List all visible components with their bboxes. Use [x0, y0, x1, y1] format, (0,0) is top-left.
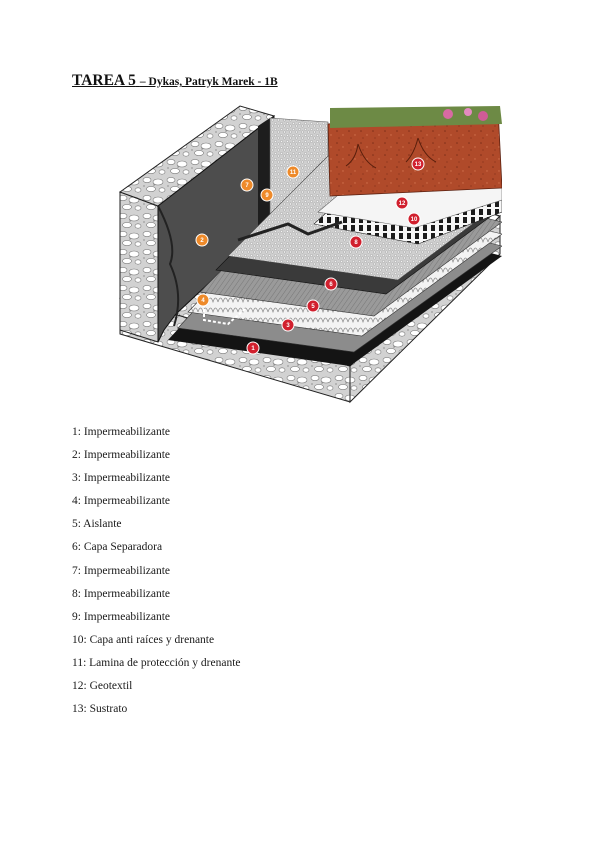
marker-1: 1 [246, 341, 260, 355]
roots [345, 137, 437, 169]
marker-13: 13 [411, 157, 425, 171]
marker-6: 6 [324, 277, 338, 291]
legend-item: 12: Geotextil [72, 680, 133, 693]
marker-10: 10 [407, 212, 421, 226]
marker-11: 11 [286, 165, 300, 179]
legend-item: 11: Lamina de protección y drenante [72, 656, 241, 669]
svg-text:2: 2 [200, 238, 204, 244]
wall-front [119, 191, 159, 343]
marker-4: 4 [196, 293, 210, 307]
legend-item: 13: Sustrato [72, 703, 128, 716]
legend-item: 8: Impermeabilizante [72, 587, 171, 600]
green-roof-section-diagram: 1 2 3 4 5 6 7 8 9 10 11 12 13 [118, 105, 502, 404]
legend-item: 4: Impermeabilizante [72, 495, 171, 508]
marker-12: 12 [395, 196, 409, 210]
legend-item: 6: Capa Separadora [72, 541, 163, 554]
legend-item: 7: Impermeabilizante [72, 564, 171, 577]
marker-8: 8 [349, 235, 363, 249]
svg-text:13: 13 [415, 162, 422, 168]
svg-text:10: 10 [411, 217, 418, 223]
svg-text:11: 11 [290, 170, 297, 176]
svg-text:12: 12 [399, 201, 406, 207]
legend-item: 10: Capa anti raíces y drenante [72, 633, 215, 646]
marker-7: 7 [240, 178, 254, 192]
vegetation [330, 106, 502, 128]
svg-text:6: 6 [329, 282, 333, 288]
flashing-step [237, 220, 343, 242]
svg-text:1: 1 [251, 346, 255, 352]
legend-item: 9: Impermeabilizante [72, 610, 171, 623]
legend-item: 5: Aislante [72, 518, 122, 531]
legend-item: 2: Impermeabilizante [72, 449, 171, 462]
legend-item: 1: Impermeabilizante [72, 426, 171, 438]
layer-legend: 1: Impermeabilizante 2: Impermeabilizant… [72, 423, 241, 723]
marker-5: 5 [306, 299, 320, 313]
wall-drain-sheet [258, 118, 270, 238]
document-title: TAREA 5 – Dykas, Patryk Marek - 1B [72, 72, 278, 90]
marker-3: 3 [281, 318, 295, 332]
svg-text:4: 4 [201, 298, 205, 304]
wall-membrane-edge [157, 205, 180, 327]
legend-item: 3: Impermeabilizante [72, 472, 171, 485]
flower [443, 109, 453, 119]
task-title: TAREA 5 [72, 72, 136, 89]
layer-4-detail [203, 294, 247, 326]
svg-text:9: 9 [265, 193, 269, 199]
svg-text:8: 8 [354, 240, 358, 246]
marker-9: 9 [260, 188, 274, 202]
flower [464, 108, 472, 116]
marker-2: 2 [195, 233, 209, 247]
svg-text:5: 5 [311, 304, 315, 310]
author-line: – Dykas, Patryk Marek - 1B [139, 76, 278, 88]
flower [478, 111, 488, 121]
svg-text:7: 7 [245, 183, 249, 189]
svg-text:3: 3 [286, 323, 290, 329]
